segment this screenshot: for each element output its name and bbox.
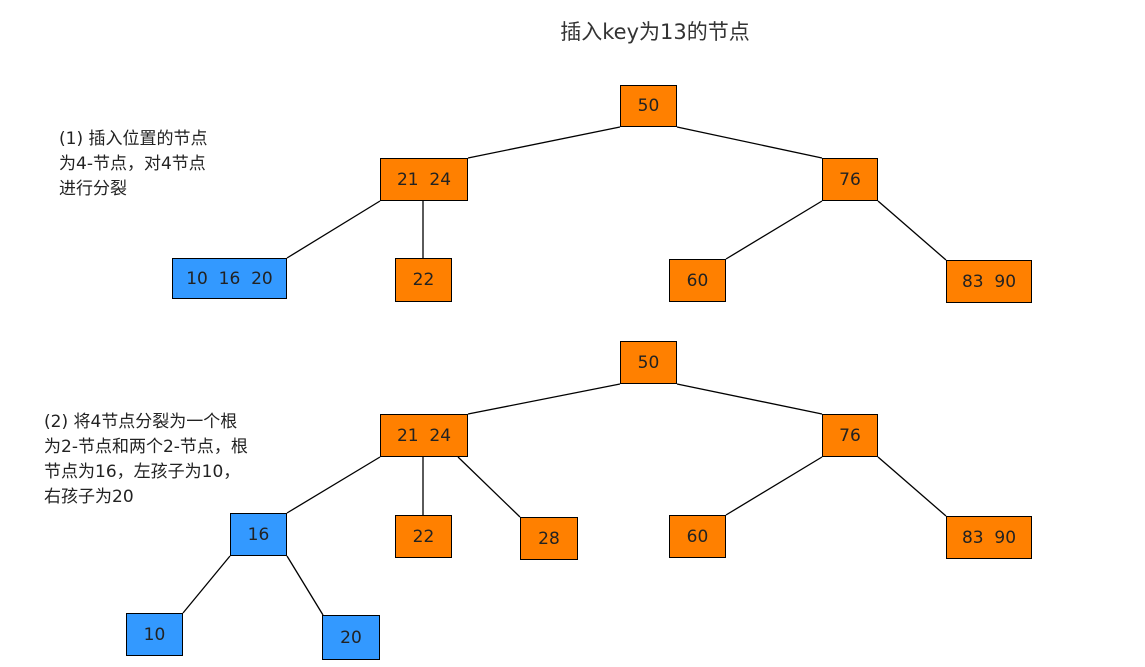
t2-node-60: 60: [669, 515, 726, 558]
t1-node-root: 50: [620, 85, 677, 127]
t1-node-83-90: 83 90: [946, 260, 1032, 303]
t1-node-4node: 10 16 20: [172, 258, 287, 299]
t2-node-right: 76: [822, 414, 878, 457]
step1-note: (1) 插入位置的节点 为4-节点，对4节点 进行分裂: [59, 127, 207, 202]
edge-t1-left-c0: [286, 200, 381, 259]
step2-note-line: 节点为16，左孩子为10，: [44, 462, 241, 482]
edge-t2-16-right: [286, 555, 324, 616]
step1-note-line: 进行分裂: [59, 179, 127, 199]
step2-note-line: (2) 将4节点分裂为一个根: [44, 412, 238, 432]
t2-node-28: 28: [520, 517, 578, 560]
t2-node-left: 21 24: [380, 414, 468, 457]
step1-note-line: 为4-节点，对4节点: [59, 154, 206, 174]
edge-t2-left-c2: [457, 456, 521, 518]
diagram-title: 插入key为13的节点: [560, 20, 750, 44]
edge-t1-root-right: [676, 126, 823, 159]
t1-node-left: 21 24: [380, 158, 468, 201]
t2-node-20: 20: [322, 615, 380, 660]
step2-note-line: 为2-节点和两个2-节点，根: [44, 437, 248, 457]
edge-t2-root-left: [467, 383, 621, 415]
t1-node-22: 22: [395, 258, 452, 302]
t2-node-root: 50: [620, 341, 677, 384]
edge-t2-16-left: [182, 555, 231, 614]
edge-t1-right-c0: [725, 200, 823, 260]
step2-note-line: 右孩子为20: [44, 487, 134, 507]
t2-node-83-90: 83 90: [946, 516, 1032, 559]
t1-node-right: 76: [822, 158, 878, 201]
edge-t2-right-c0: [725, 456, 823, 516]
edge-t2-root-right: [676, 383, 823, 415]
edge-t2-right-c1: [877, 456, 947, 517]
t2-node-22: 22: [395, 515, 452, 558]
step1-note-line: (1) 插入位置的节点: [59, 129, 208, 149]
t1-node-60: 60: [669, 259, 726, 302]
edge-t1-right-c1: [877, 200, 947, 261]
step2-note: (2) 将4节点分裂为一个根 为2-节点和两个2-节点，根 节点为16，左孩子为…: [44, 410, 248, 510]
t2-node-10: 10: [126, 613, 183, 656]
edge-t2-left-c0: [286, 456, 381, 514]
edge-t1-root-left: [467, 126, 621, 159]
t2-node-16: 16: [230, 513, 287, 556]
